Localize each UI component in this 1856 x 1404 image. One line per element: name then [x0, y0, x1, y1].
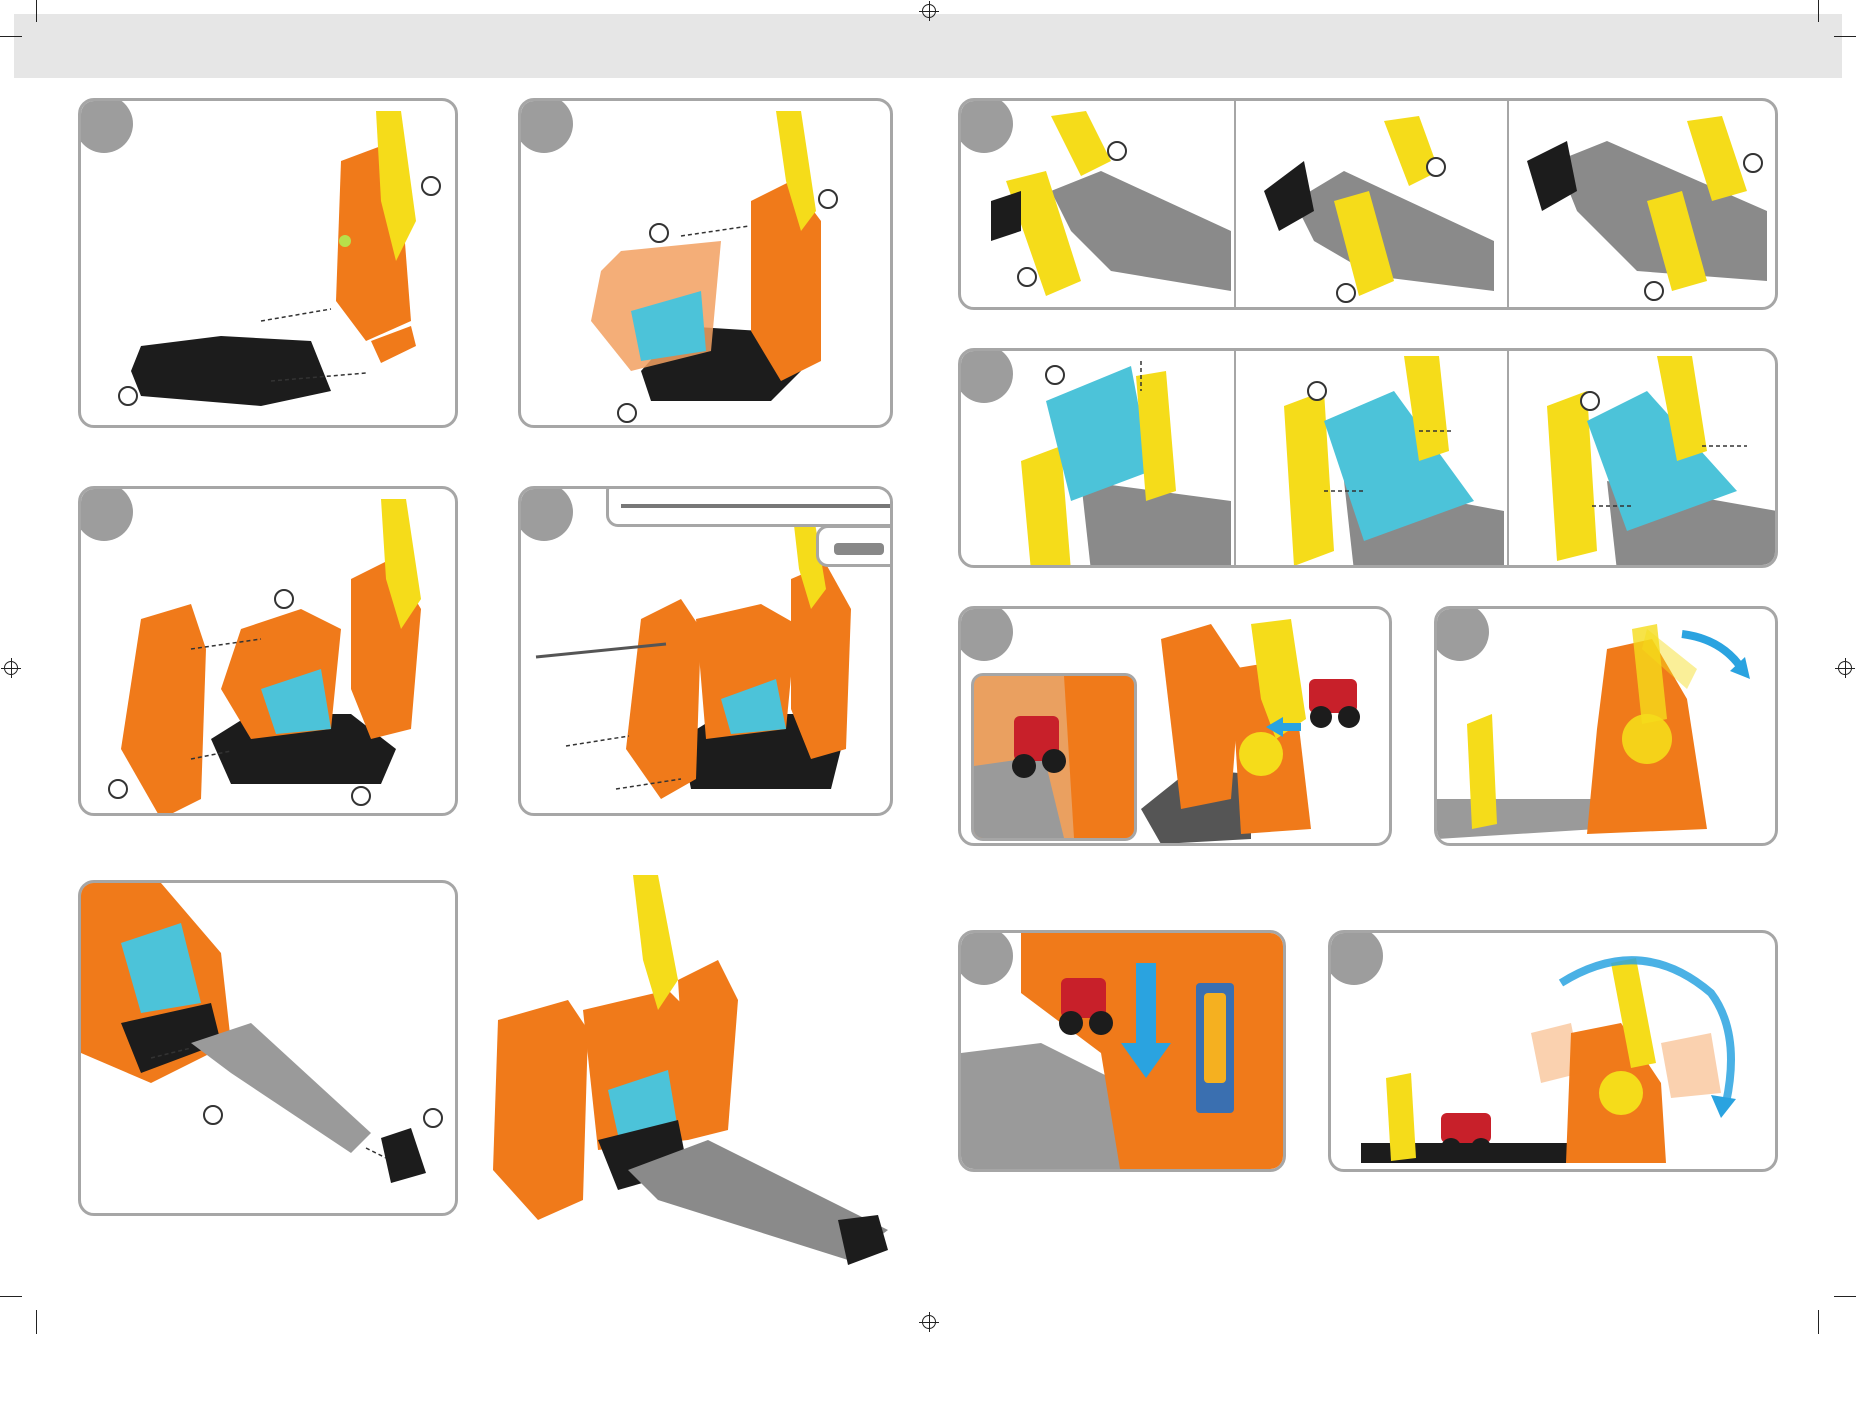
step-5-illustration	[81, 883, 458, 1216]
registration-mark-icon	[1838, 661, 1852, 675]
step-7-panel	[958, 348, 1778, 568]
registration-mark-icon	[922, 1315, 936, 1329]
crop-mark-icon	[1834, 36, 1856, 37]
callout-circle	[274, 589, 294, 609]
step-11-panel	[1328, 930, 1778, 1172]
crop-mark-icon	[1834, 1296, 1856, 1297]
step-10-illustration	[961, 933, 1286, 1172]
step-3-illustration	[81, 489, 458, 816]
crop-mark-icon	[36, 0, 37, 22]
registration-mark-icon	[4, 661, 18, 675]
callout-circle	[1743, 153, 1763, 173]
callout-circle	[1307, 381, 1327, 401]
callout-circle	[1426, 157, 1446, 177]
callout-circle	[351, 786, 371, 806]
crop-mark-icon	[0, 1296, 22, 1297]
callout-circle	[1336, 283, 1356, 303]
step-5-panel	[78, 880, 458, 1216]
step-1-panel	[78, 98, 458, 428]
callout-circle	[1580, 391, 1600, 411]
step-2-panel	[518, 98, 893, 428]
screw-part-icon	[819, 528, 893, 570]
step-8-panel	[958, 606, 1392, 846]
callout-circle	[649, 223, 669, 243]
step-9-panel	[1434, 606, 1778, 846]
step-8-illustration	[961, 609, 1392, 846]
crop-mark-icon	[36, 1310, 37, 1334]
crop-mark-icon	[1818, 0, 1819, 22]
rod-part-icon	[609, 486, 893, 530]
step-6-illustration	[961, 101, 1778, 310]
parts-tray	[606, 486, 893, 527]
step-2-illustration	[521, 101, 893, 428]
callout-circle	[1045, 365, 1065, 385]
callout-circle	[203, 1105, 223, 1125]
callout-circle	[818, 189, 838, 209]
step-1-illustration	[81, 101, 458, 428]
callout-circle	[1017, 267, 1037, 287]
step-7-illustration	[961, 351, 1778, 568]
step-11-illustration	[1331, 933, 1778, 1172]
step-10-panel	[958, 930, 1286, 1172]
callout-circle	[423, 1108, 443, 1128]
callout-circle	[617, 403, 637, 423]
registration-mark-icon	[922, 4, 936, 18]
crop-mark-icon	[1818, 1310, 1819, 1334]
callout-circle	[421, 176, 441, 196]
crop-mark-icon	[0, 36, 22, 37]
assembled-launcher-illustration	[488, 870, 898, 1280]
callout-circle	[1107, 141, 1127, 161]
step-3-panel	[78, 486, 458, 816]
parts-tray	[816, 525, 893, 567]
callout-circle	[118, 386, 138, 406]
step-4-panel	[518, 486, 893, 816]
step-9-illustration	[1437, 609, 1778, 846]
callout-circle	[1644, 281, 1664, 301]
header-band	[14, 14, 1842, 78]
callout-circle	[108, 779, 128, 799]
step-6-panel	[958, 98, 1778, 310]
